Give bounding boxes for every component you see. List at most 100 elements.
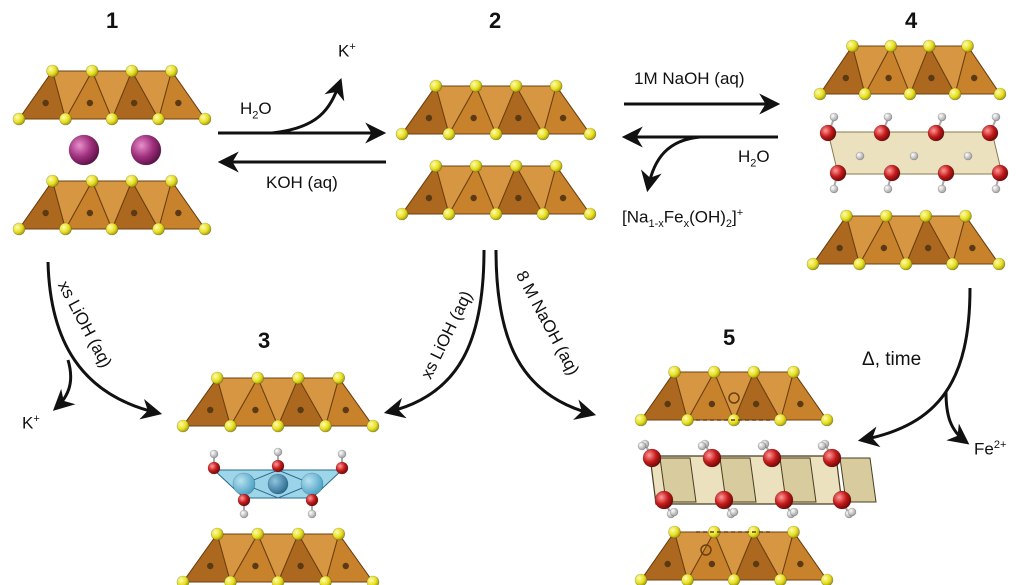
sulfur-atom [198,222,212,236]
sulfur-atom [903,87,917,101]
oxygen-atom [714,490,734,510]
sulfur-atom [366,575,380,585]
oxygen-atom [642,448,662,468]
sulfur-atom [210,371,224,385]
sulfur-atom [442,207,456,221]
sulfur-atom [59,222,72,236]
arrow-2-to-5 [494,249,597,420]
sulfur-atom [668,525,681,539]
oxygen-atom [937,164,955,182]
sulfur-atom [509,79,523,93]
arrow-2-to-3 [383,249,486,419]
oxygen-atom [927,124,945,142]
sulfur-atom [509,159,523,173]
lithium-atom [232,472,256,496]
sulfur-atom [165,64,178,78]
lithium-atom [267,473,289,495]
sulfur-atom [583,127,597,141]
reagent-h2o-4-to-2: H2O [738,147,770,170]
hydrogen-atom [883,112,893,122]
sulfur-atom [210,527,224,541]
sulfur-atom [332,371,346,385]
arrow-4-to-5 [857,287,972,448]
sulfur-atom [469,79,483,93]
sulfur-atom [922,39,936,53]
sulfur-atom [12,112,26,126]
sulfur-atom [429,159,443,173]
sulfur-atom [125,64,139,78]
potassium-atom [130,134,162,166]
hydrogen-atom [829,184,839,194]
oxygen-atom [883,164,901,182]
sulfur-atom [813,87,827,101]
structure-4-top-sheet [813,39,1007,101]
hydrogen-atom [855,151,865,161]
sulfur-atom [85,174,99,188]
oxygen-atom [702,448,722,468]
hydrogen-atom [669,507,679,517]
sulfur-atom [105,222,119,236]
oxygen-atom [822,448,842,468]
structure-2-top-sheet [395,79,597,141]
sulfur-atom [919,209,933,223]
hydrogen-atom [991,184,1001,194]
sulfur-atom [489,127,503,141]
oxygen-atom [832,490,852,510]
hydrogen-atom [909,151,919,161]
sulfur-atom [165,174,178,188]
sulfur-atom [46,64,59,78]
sulfur-atom [993,87,1007,101]
sulfur-atom [271,575,285,585]
vacancy-icon [728,392,740,404]
oxygen-atom [654,490,674,510]
arrow-4-to-2 [621,126,778,193]
oxygen-atom [991,164,1009,182]
hydrogen-atom [991,112,1001,122]
sulfur-atom [46,174,59,188]
oxygen-atom [774,490,794,510]
hydrogen-atom [817,441,827,451]
reagent-heat-time: Δ, time [862,349,922,370]
byproduct-na-fe-hydroxide: [Na1-xFex(OH)2]+ [622,207,744,231]
sulfur-atom [105,112,119,126]
sulfur-atom [291,371,305,385]
sulfur-atom [395,127,409,141]
sulfur-atom [319,575,332,585]
hydrogen-atom [847,507,857,517]
oxygen-atom [335,461,349,475]
sulfur-atom [820,413,834,427]
arrow-1-to-3 [46,261,163,420]
sulfur-atom [961,39,974,53]
oxygen-atom [873,124,891,142]
sulfur-atom [820,573,834,585]
sulfur-atom [319,419,332,433]
sulfur-atom [549,79,563,93]
sulfur-atom [787,365,800,379]
hydrogen-atom [697,441,707,451]
sulfur-atom [634,573,648,585]
sulfur-atom [536,207,550,221]
structure-3-bottom-sheet [176,527,380,585]
sulfur-atom [251,527,265,541]
hydrogen-atom [273,447,283,457]
potassium-atom [68,134,100,166]
sulfur-atom [879,209,893,223]
oxygen-atom [207,461,221,475]
sulfur-atom [536,127,550,141]
compound-number-2: 2 [489,8,502,33]
sulfur-atom [853,257,866,271]
structure-1-top-sheet [12,64,212,126]
arrow-1-to-2 [218,78,387,144]
vacancy-icon [700,544,712,556]
sulfur-atom [787,525,800,539]
sulfur-atom [224,419,237,433]
hydrogen-atom [307,509,317,519]
hydrogen-atom [757,441,767,451]
hydrogen-atom [789,507,799,517]
structure-3-top-sheet [176,371,380,433]
oxygen-atom [271,459,285,473]
hydrogen-atom [337,449,347,459]
reagent-h2o-1-to-2: H2O [240,99,272,122]
structure-4-hydroxide-layer [819,112,1009,194]
